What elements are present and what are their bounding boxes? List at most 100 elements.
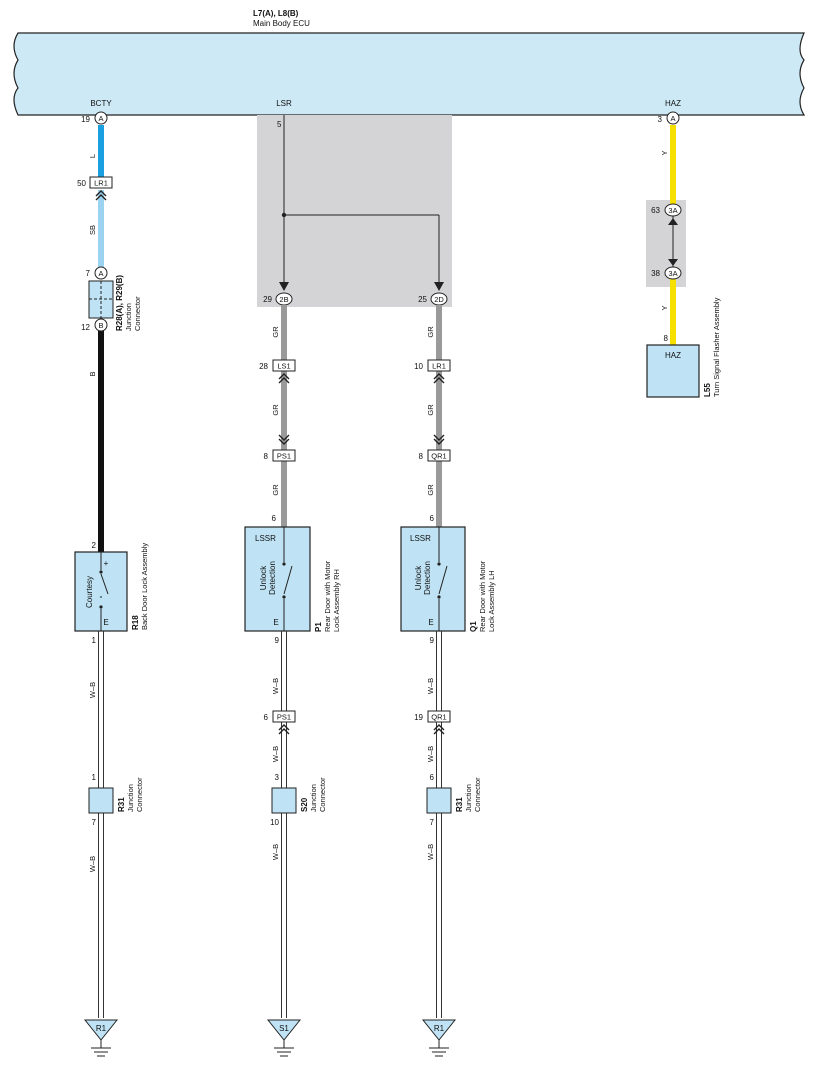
r31-desc2: Connector (135, 777, 144, 812)
pin-6: 6 (264, 713, 269, 722)
wire-l (98, 125, 104, 177)
l55-pin-label: HAZ (665, 351, 681, 360)
p1-e: E (273, 618, 278, 627)
switch-contact (282, 595, 286, 599)
pin-6: 6 (430, 514, 435, 523)
pin-38: 38 (651, 269, 660, 278)
p1-sw1: Unlock (259, 565, 268, 590)
pin-2: 2 (92, 541, 97, 550)
inline-label: PS1 (277, 452, 291, 461)
inline-label: LS1 (277, 362, 290, 371)
wire-color-gr: GR (426, 404, 435, 416)
wire-color-wb: W–B (426, 746, 435, 762)
wire-wb-col3 (436, 631, 442, 1018)
connector-id: A (670, 114, 675, 123)
r18-code: R18 (131, 615, 140, 630)
pin-7: 7 (430, 818, 435, 827)
connector-a-bcty (94, 111, 108, 125)
r31-code: R31 (117, 797, 126, 812)
wire-color-wb: W–B (271, 746, 280, 762)
wire-b (98, 330, 104, 552)
switch-contact (437, 562, 441, 566)
ground-triangle-s1 (266, 1019, 302, 1041)
inline-connector-ps1 (272, 449, 296, 462)
wire-color-wb: W–B (271, 678, 280, 694)
pin-25: 25 (418, 295, 427, 304)
wire-gr-col3 (436, 305, 442, 527)
switch-contact (282, 562, 286, 566)
ground-icon (429, 1040, 449, 1057)
pin-3: 3 (658, 115, 663, 124)
ecu-code: L7(A), L8(B) (253, 9, 299, 18)
shaded-region-lsr (257, 115, 452, 307)
wire-color-y: Y (660, 305, 669, 310)
connector-id: A (98, 269, 103, 278)
wire-wb-col2 (281, 631, 287, 1018)
connector-a-haz (666, 111, 680, 125)
wire-gr-col2 (281, 305, 287, 527)
arrow-down-icon (434, 282, 444, 291)
pin-28: 28 (259, 362, 268, 371)
p1-sw2: Detection (268, 561, 277, 595)
pin-50: 50 (77, 179, 86, 188)
inline-connector-lr1 (427, 359, 451, 372)
inline-connector-ps1 (272, 710, 296, 723)
inline-connector-ls1 (272, 359, 296, 372)
p1-label: P1 Rear Door with Motor Lock Assembly RH (314, 560, 341, 632)
wire-wb-col1 (98, 631, 104, 1018)
wire-color-gr: GR (426, 484, 435, 496)
pin-63: 63 (651, 206, 660, 215)
component-p1 (244, 526, 311, 632)
wire-color-l: L (88, 154, 97, 158)
pin-10: 10 (414, 362, 423, 371)
wire-sb (98, 190, 104, 270)
pin-9: 9 (275, 636, 280, 645)
s20-code: S20 (300, 797, 309, 812)
arrow-up-icon (668, 218, 678, 225)
q1-desc1: Rear Door with Motor (478, 560, 487, 632)
pin-9: 9 (430, 636, 435, 645)
r31-desc1: Junction (126, 784, 135, 812)
chevron-down-icon (433, 434, 445, 445)
switch-contact (99, 605, 103, 609)
arrow-down-icon (668, 259, 678, 266)
connector-id: 2B (279, 295, 288, 304)
switch-blade (438, 565, 448, 595)
lsr-branch-wire (283, 115, 440, 288)
wire-color-y: Y (660, 150, 669, 155)
pin-10: 10 (270, 818, 279, 827)
component-q1 (400, 526, 466, 632)
s20-desc1: Junction (309, 784, 318, 812)
wire-y-upper (670, 125, 676, 205)
wire-color-wb: W–B (271, 844, 280, 860)
r18-desc: Back Door Lock Assembly (140, 543, 149, 630)
r18-plus: + (104, 559, 109, 568)
connector-3a (664, 266, 682, 280)
switch-blade (100, 573, 109, 595)
ground-icon (274, 1040, 294, 1057)
q1-sw2: Detection (423, 561, 432, 595)
wire-color-gr: GR (426, 326, 435, 338)
wire-color-wb: W–B (426, 844, 435, 860)
connector-id: B (98, 321, 103, 330)
wire-color-wb: W–B (88, 682, 97, 698)
r28-desc2: Connector (133, 296, 142, 331)
chevron-up-icon (278, 373, 290, 384)
p1-desc2: Lock Assembly RH (332, 569, 341, 632)
pin-8: 8 (664, 334, 669, 343)
ecu-pin-lsr: LSR (276, 99, 292, 108)
q1-lssr-label: LSSR (410, 534, 431, 543)
r18-switch-label: Courtesy (85, 576, 94, 608)
q1-desc2: Lock Assembly LH (487, 570, 496, 632)
ecu-name: Main Body ECU (253, 19, 310, 28)
r31a-label: R31 Junction Connector (117, 777, 144, 812)
junction-connector-r31 (88, 787, 114, 814)
inline-label: QR1 (431, 452, 446, 461)
chevron-up-icon (433, 373, 445, 384)
chevron-up-icon (433, 724, 445, 735)
r28-code: R28(A), R29(B) (115, 275, 124, 331)
pin-7: 7 (92, 818, 97, 827)
r28-desc1: Junction (124, 303, 133, 331)
pin-1: 1 (92, 636, 97, 645)
